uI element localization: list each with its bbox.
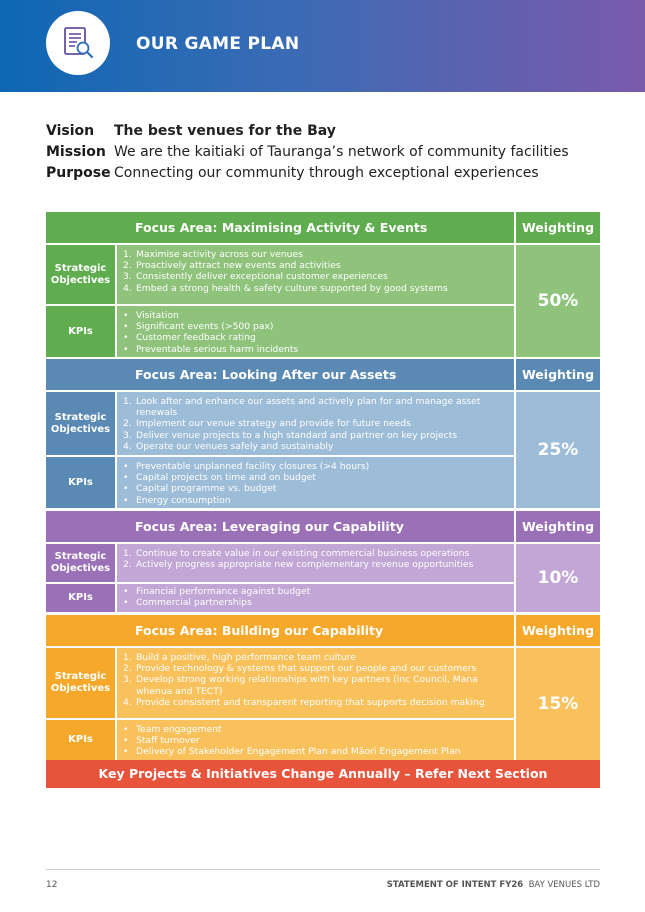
objectives-label: Strategic Objectives	[46, 544, 115, 582]
list-item: •Customer feedback rating	[123, 332, 256, 344]
focus-area-header: Focus Area: Looking After our Assets Wei…	[46, 359, 600, 390]
objectives-list: 1.Continue to create value in our existi…	[117, 544, 514, 582]
footer-doc-title: STATEMENT OF INTENT FY26	[386, 880, 524, 890]
list-item: 3.Consistently deliver exceptional custo…	[123, 271, 388, 283]
focus-area-header: Focus Area: Building our Capability Weig…	[46, 615, 600, 646]
list-item: 1.Look after and enhance our assets and …	[123, 396, 481, 419]
purpose-row: Purpose Connecting our community through…	[46, 162, 569, 183]
weighting-header: Weighting	[516, 212, 600, 243]
list-item: •Significant events (>500 pax)	[123, 321, 274, 333]
list-item: 2.Proactively attract new events and act…	[123, 260, 341, 272]
list-item: 1.Continue to create value in our existi…	[123, 548, 470, 559]
kpis-label: KPIs	[46, 720, 115, 760]
objectives-row: Strategic Objectives 1.Maximise activity…	[46, 245, 514, 304]
weighting-header: Weighting	[516, 615, 600, 646]
list-item: 4.Embed a strong health & safety culture…	[123, 282, 448, 294]
kpis-label: KPIs	[46, 584, 115, 612]
focus-area-body: Strategic Objectives 1.Continue to creat…	[46, 544, 600, 612]
footer-divider	[46, 869, 600, 870]
list-item: 2.Actively progress appropriate new comp…	[123, 559, 474, 571]
objectives-list: 1.Build a positive, high performance tea…	[117, 648, 514, 718]
list-item: •Financial performance against budget	[123, 586, 311, 597]
kpis-list: •Visitation •Significant events (>500 pa…	[117, 306, 514, 357]
kpis-row: KPIs •Team engagement •Staff turnover •D…	[46, 720, 514, 760]
kpis-list: •Preventable unplanned facility closures…	[117, 457, 514, 508]
list-item: •Preventable serious harm incidents	[123, 343, 299, 355]
statement-label: Vision	[46, 122, 95, 139]
kpis-list: •Financial performance against budget •C…	[117, 584, 514, 612]
page-header: OUR GAME PLAN	[0, 0, 645, 92]
kpis-list: •Team engagement •Staff turnover •Delive…	[117, 720, 514, 760]
vision-row: Vision The best venues for the Bay	[46, 120, 569, 141]
objectives-row: Strategic Objectives 1.Look after and en…	[46, 392, 514, 455]
focus-area-rows: Strategic Objectives 1.Maximise activity…	[46, 245, 514, 357]
focus-area-title: Focus Area: Looking After our Assets	[46, 359, 514, 390]
weighting-value: 25%	[516, 392, 600, 508]
statement-text: We are the kaitiaki of Tauranga’s networ…	[114, 143, 569, 160]
focus-area-header: Focus Area: Leveraging our Capability We…	[46, 511, 600, 542]
list-item: 3.Develop strong working relationships w…	[123, 674, 478, 697]
list-item: 2.Provide technology & systems that supp…	[123, 663, 477, 675]
statement-text: Connecting our community through excepti…	[114, 164, 539, 181]
footer-org: BAY VENUES LTD	[528, 880, 600, 890]
weighting-value: 15%	[516, 648, 600, 760]
focus-area-assets: Focus Area: Looking After our Assets Wei…	[46, 359, 600, 508]
weighting-header: Weighting	[516, 511, 600, 542]
kpis-row: KPIs •Preventable unplanned facility clo…	[46, 457, 514, 508]
list-item: •Energy consumption	[123, 494, 231, 506]
list-item: •Team engagement	[123, 724, 222, 735]
list-item: •Capital programme vs. budget	[123, 483, 277, 495]
kpis-row: KPIs •Financial performance against budg…	[46, 584, 514, 612]
list-item: •Preventable unplanned facility closures…	[123, 461, 370, 472]
document-search-icon	[64, 27, 94, 59]
mission-row: Mission We are the kaitiaki of Tauranga’…	[46, 141, 569, 162]
focus-area-title: Focus Area: Building our Capability	[46, 615, 514, 646]
weighting-value: 10%	[516, 544, 600, 612]
focus-area-title: Focus Area: Leveraging our Capability	[46, 511, 514, 542]
focus-area-activity-events: Focus Area: Maximising Activity & Events…	[46, 212, 600, 357]
header-icon-circle	[46, 11, 110, 75]
objectives-label: Strategic Objectives	[46, 392, 115, 455]
focus-area-rows: Strategic Objectives 1.Build a positive,…	[46, 648, 514, 760]
list-item: •Capital projects on time and on budget	[123, 472, 316, 484]
kpis-label: KPIs	[46, 306, 115, 357]
focus-area-building: Focus Area: Building our Capability Weig…	[46, 615, 600, 760]
list-item: 4.Operate our venues safely and sustaina…	[123, 440, 334, 452]
kpis-row: KPIs •Visitation •Significant events (>5…	[46, 306, 514, 357]
list-item: 1.Maximise activity across our venues	[123, 249, 303, 260]
footer-doc-info: STATEMENT OF INTENT FY26 BAY VENUES LTD	[387, 880, 600, 890]
list-item: 3.Deliver venue projects to a high stand…	[123, 429, 458, 441]
focus-area-title: Focus Area: Maximising Activity & Events	[46, 212, 514, 243]
focus-area-header: Focus Area: Maximising Activity & Events…	[46, 212, 600, 243]
list-item: 2.Implement our venue strategy and provi…	[123, 418, 411, 430]
objectives-label: Strategic Objectives	[46, 648, 115, 718]
list-item: •Commercial partnerships	[123, 597, 252, 609]
kpis-label: KPIs	[46, 457, 115, 508]
focus-area-leveraging: Focus Area: Leveraging our Capability We…	[46, 511, 600, 612]
objectives-label: Strategic Objectives	[46, 245, 115, 304]
statement-text: The best venues for the Bay	[114, 122, 336, 139]
focus-area-body: Strategic Objectives 1.Build a positive,…	[46, 648, 600, 760]
objectives-list: 1.Look after and enhance our assets and …	[117, 392, 514, 455]
statement-label: Purpose	[46, 164, 111, 181]
key-projects-banner: Key Projects & Initiatives Change Annual…	[46, 760, 600, 788]
statements-block: Vision The best venues for the Bay Missi…	[46, 120, 569, 183]
list-item: •Staff turnover	[123, 735, 200, 747]
page-title: OUR GAME PLAN	[136, 34, 300, 54]
objectives-row: Strategic Objectives 1.Continue to creat…	[46, 544, 514, 582]
focus-area-rows: Strategic Objectives 1.Look after and en…	[46, 392, 514, 508]
list-item: •Delivery of Stakeholder Engagement Plan…	[123, 746, 461, 758]
list-item: 4.Provide consistent and transparent rep…	[123, 696, 485, 708]
weighting-value: 50%	[516, 245, 600, 357]
objectives-row: Strategic Objectives 1.Build a positive,…	[46, 648, 514, 718]
list-item: •Visitation	[123, 310, 179, 321]
page-number: 12	[46, 880, 58, 890]
focus-area-body: Strategic Objectives 1.Look after and en…	[46, 392, 600, 508]
focus-area-rows: Strategic Objectives 1.Continue to creat…	[46, 544, 514, 612]
objectives-list: 1.Maximise activity across our venues 2.…	[117, 245, 514, 304]
statement-label: Mission	[46, 143, 106, 160]
weighting-header: Weighting	[516, 359, 600, 390]
list-item: 1.Build a positive, high performance tea…	[123, 652, 356, 663]
focus-area-body: Strategic Objectives 1.Maximise activity…	[46, 245, 600, 357]
